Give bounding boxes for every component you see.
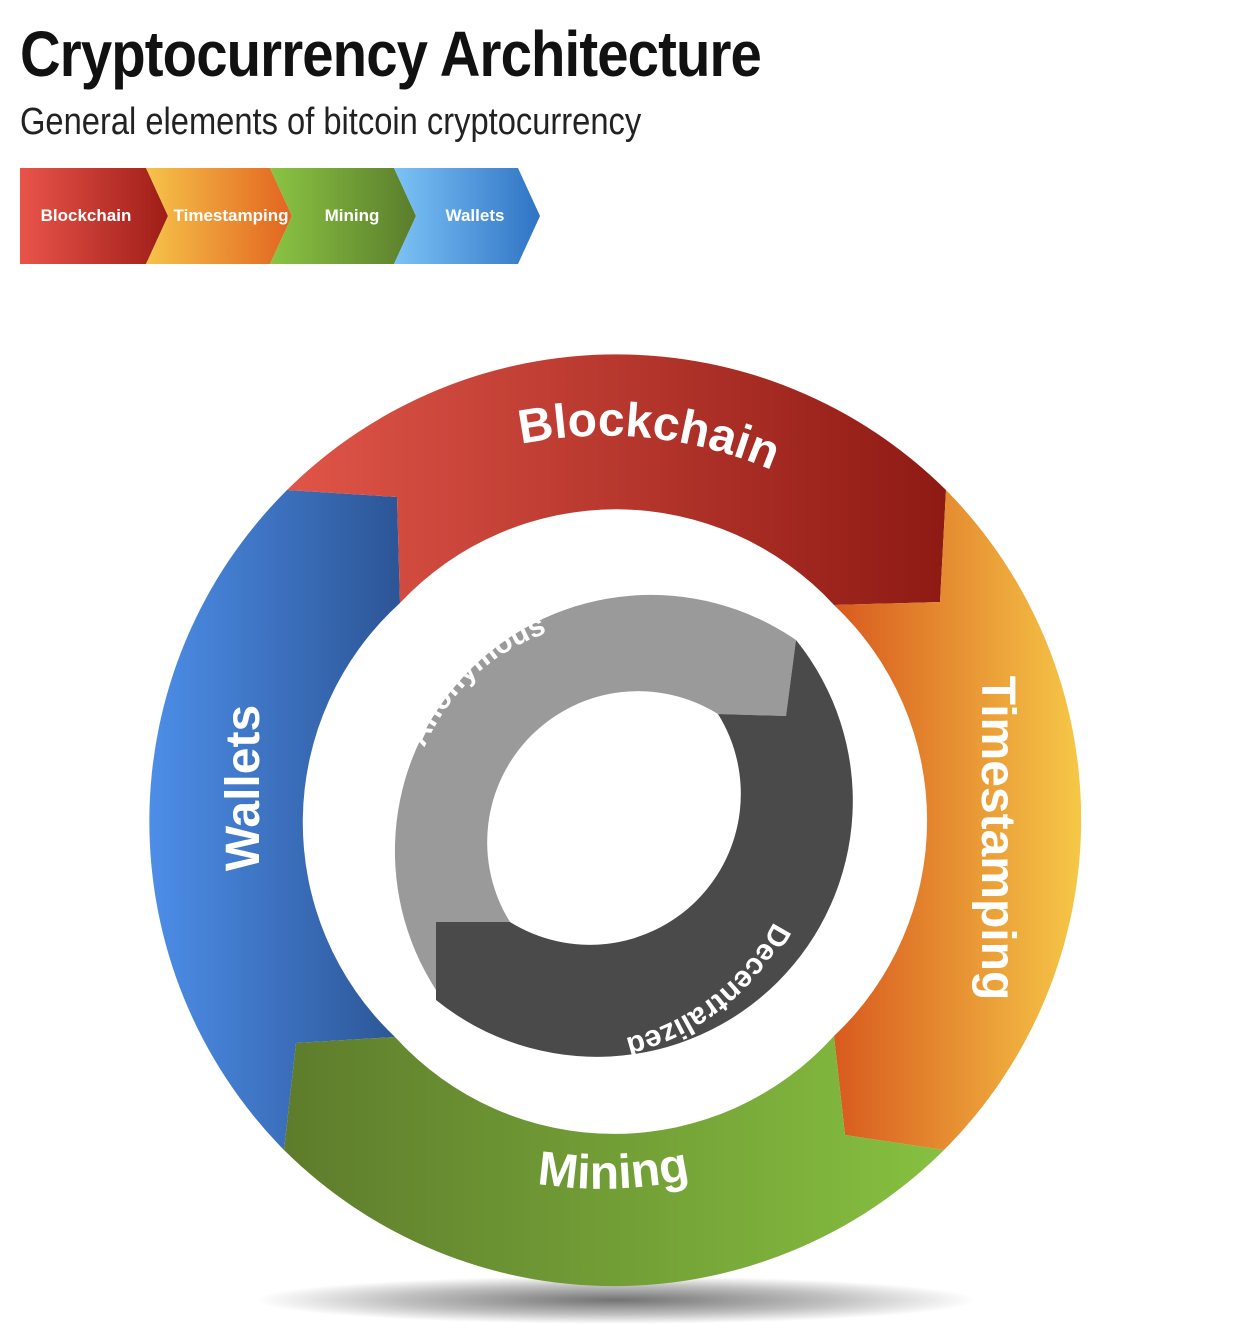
label-mining: Mining (535, 1138, 692, 1200)
legend-label: Wallets (446, 206, 505, 225)
legend-chevron-shape (146, 168, 292, 264)
segment-mining (284, 1036, 944, 1287)
segment-blockchain (287, 354, 946, 605)
legend-chevron-shape (270, 168, 416, 264)
legend-item-mining: Mining (270, 168, 416, 264)
wheel-shadow (256, 1276, 976, 1324)
legend-chevron-shape (394, 168, 540, 264)
segment-wallets (149, 490, 400, 1150)
inner-ring (394, 594, 853, 1057)
legend-label: Timestamping (174, 206, 289, 225)
label-wallets: Wallets (217, 705, 270, 871)
page-subtitle: General elements of bitcoin cryptocurren… (20, 101, 642, 143)
legend-label: Mining (325, 206, 380, 225)
segment-anonymous (394, 594, 796, 990)
legend-label: Blockchain (41, 206, 132, 225)
outer-ring (149, 354, 1082, 1287)
segment-decentralized (436, 640, 853, 1057)
legend-item-wallets: Wallets (394, 168, 540, 264)
page-title: Cryptocurrency Architecture (20, 18, 762, 90)
segment-timestamping (834, 490, 1082, 1150)
legend-item-blockchain: Blockchain (20, 168, 168, 264)
legend-chevron-shape (20, 168, 168, 264)
label-timestamping: Timestamping (971, 676, 1024, 1001)
legend-item-timestamping: Timestamping (146, 168, 292, 264)
legend: Blockchain Timestamping Mining Wallets (20, 168, 540, 264)
